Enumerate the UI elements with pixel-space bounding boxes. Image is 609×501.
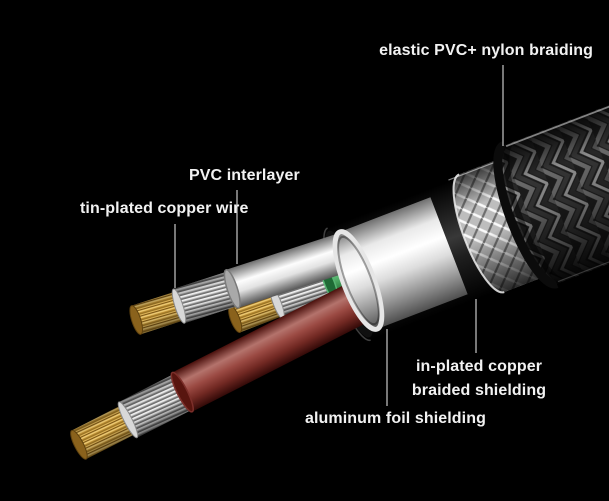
outer-braid-cut-ring-shadow [503,142,563,284]
pvc-sleeve-rim [332,229,385,332]
wire-red-insulation-cut [170,371,194,413]
label-aluminum-foil-shielding: aluminum foil shielding [305,410,486,427]
label-copper-braided-shielding: in-plated copper braided shielding [400,355,558,403]
outer-braid-layer [493,6,609,289]
wire-red-strands-cut [117,401,139,439]
pvc-sleeve-body [335,197,468,330]
label-copper-braided-shielding-line2: braided shielding [411,382,547,399]
cable-assembly [70,6,609,460]
label-elastic-pvc-nylon-braiding: elastic PVC+ nylon braiding [379,42,593,59]
pvc-sleeve-rim-shadow [337,235,380,326]
copper-braid-cut-edge [452,173,505,294]
leader-lines [174,65,504,406]
wire-white-insulation-cut [223,268,241,309]
outer-braid-shade [497,6,609,285]
label-tin-plated-copper-wire: tin-plated copper wire [80,200,249,217]
outer-braid-top-highlight [505,6,609,148]
wire-white-strands-cut [171,288,187,324]
label-copper-braided-shielding-line1: in-plated copper [415,358,543,375]
wire-red-core-tip [70,429,88,460]
pvc-interlayer-sleeve [332,197,468,332]
wire-white-core-tip [129,305,144,335]
outer-braid-cut-ring [493,141,559,289]
wire-white-strands-shade [172,270,241,324]
label-pvc-interlayer: PVC interlayer [189,167,300,184]
wire-red-core-shade [70,404,137,460]
